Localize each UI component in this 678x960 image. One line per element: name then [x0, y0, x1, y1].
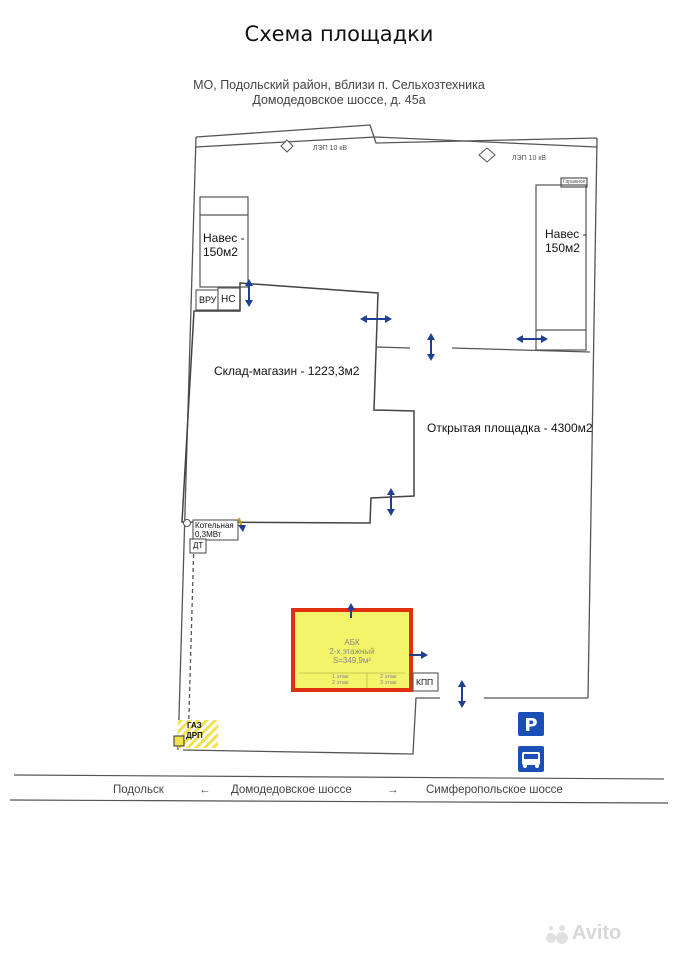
road-arrow-right: →	[387, 784, 399, 796]
abk-floor-2-b: 3 этаж	[380, 680, 397, 686]
abk-label-line1: АБК	[344, 638, 360, 647]
site-address: МО, Подольский район, вблизи п. Сельхозт…	[0, 78, 678, 108]
arrow-abk-right	[409, 651, 428, 659]
abk-building-shape	[291, 608, 413, 692]
abk-label: АБК 2-х этажный S=349,9м²	[293, 638, 411, 665]
road-name: Домодедовское шоссе	[231, 784, 352, 796]
gas-drp-label: ГАЗ ДРП	[186, 721, 203, 741]
boiler-label-line2: 0,3МВт	[195, 530, 222, 539]
access-arrows	[238, 278, 549, 709]
abk-label-line3: S=349,9м²	[332, 656, 372, 665]
abk-floor-1-a: 1 этаж	[332, 674, 349, 680]
gas-label-line1: ГАЗ	[186, 721, 202, 730]
vru-label: ВРУ	[199, 295, 217, 305]
boiler-boxes	[182, 518, 239, 554]
power-line-label-left: ЛЭП 10 кВ	[313, 145, 348, 152]
parking-letter: P	[524, 715, 537, 736]
canopy-right-tag: Гаражное	[563, 179, 586, 185]
ns-label: НС	[221, 294, 236, 305]
internal-walls	[375, 346, 591, 353]
bus-stop-icon	[518, 746, 544, 772]
power-line-poles	[280, 139, 496, 163]
address-line-1: МО, Подольский район, вблизи п. Сельхозт…	[193, 78, 485, 92]
boiler-label-line1: Котельная	[195, 521, 234, 530]
abk-floor-1: 1 этаж 2 этаж	[332, 674, 348, 686]
highway-lines	[9, 774, 669, 804]
road-city-right: Симферопольское шоссе	[426, 784, 563, 796]
abk-floor-1-b: 2 этаж	[332, 680, 349, 686]
gas-drp-shape	[173, 720, 218, 748]
abk-floor-2: 2 этаж 3 этаж	[380, 674, 396, 686]
kpp-label: КПП	[416, 677, 434, 687]
address-line-2: Домодедовское шоссе, д. 45а	[252, 93, 426, 107]
avito-logo-icon	[546, 925, 568, 944]
page-title: Схема площадки	[244, 22, 434, 46]
gas-label-line2: ДРП	[186, 731, 203, 740]
boiler-label: Котельная 0,3МВт	[195, 521, 234, 539]
arrow-boiler	[238, 517, 246, 532]
canopy-right-label: Навес - 150м2	[545, 227, 587, 255]
road-arrow-left: ←	[199, 784, 211, 796]
canopy-right-shape	[535, 177, 588, 351]
road-city-left: Подольск	[113, 784, 164, 796]
kpp-box	[412, 672, 439, 692]
canopy-left-label: Навес - 150м2	[203, 231, 245, 259]
abk-floor-2-a: 2 этаж	[380, 674, 397, 680]
power-line-label-right: ЛЭП 10 кВ	[512, 155, 547, 162]
utility-boxes	[195, 287, 241, 311]
parking-sign-icon: P	[518, 712, 544, 736]
open-area-label: Открытая площадка - 4300м2	[427, 421, 593, 435]
dt-label: ДТ	[193, 541, 204, 550]
arrow-abk-top	[347, 603, 355, 618]
abk-label-line2: 2-х этажный	[329, 647, 375, 656]
avito-watermark: Avito	[572, 922, 622, 944]
canopy-left-shape	[199, 196, 249, 288]
warehouse-label: Склад-магазин - 1223,3м2	[214, 364, 360, 378]
warehouse-outline	[181, 282, 415, 524]
